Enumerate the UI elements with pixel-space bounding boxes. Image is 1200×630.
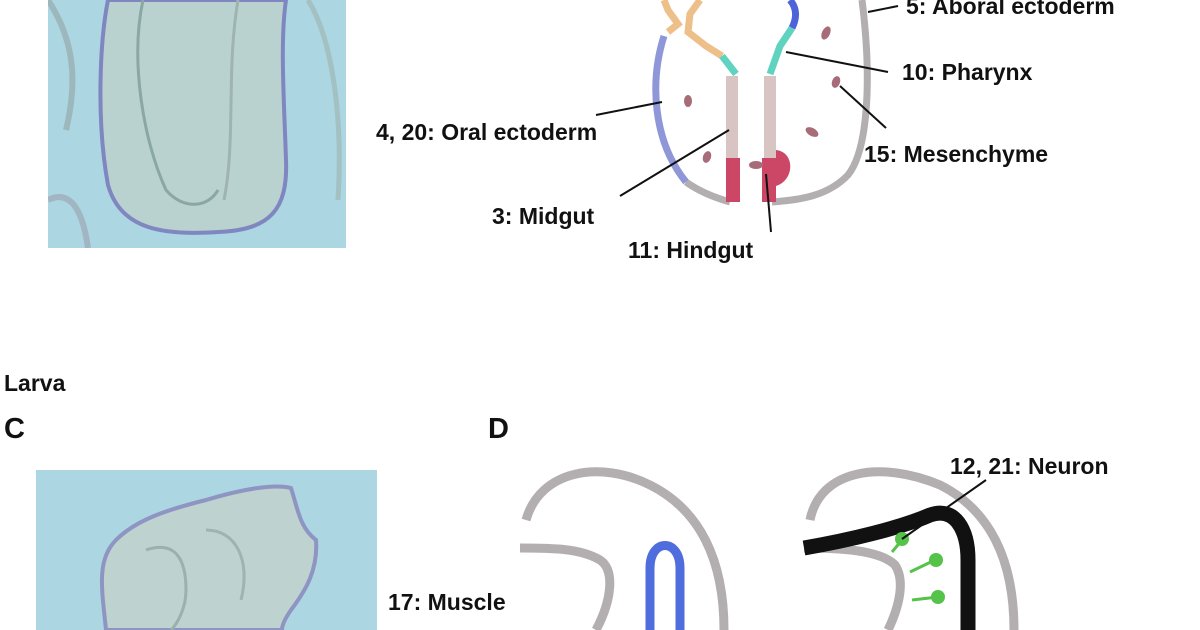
larva-micrograph xyxy=(36,470,377,630)
label-midgut: 3: Midgut xyxy=(492,203,595,229)
label-pharynx: 10: Pharynx xyxy=(902,59,1033,85)
hindgut-right xyxy=(762,158,776,202)
neuron-shape xyxy=(802,505,976,630)
aboral-ectoderm-bottom-left xyxy=(683,179,731,206)
neuron-soma xyxy=(929,553,943,567)
foregut-shape xyxy=(660,0,724,59)
gastrula-micrograph xyxy=(48,0,346,248)
label-oral-ectoderm: 4, 20: Oral ectoderm xyxy=(376,119,597,145)
leader-pharynx xyxy=(785,51,889,73)
panel-letter-c: C xyxy=(4,413,25,445)
mesenchyme-cell xyxy=(831,76,841,88)
mesenchyme-cell xyxy=(702,151,712,163)
label-aboral-ectoderm: 5: Aboral ectoderm xyxy=(906,0,1115,19)
mesenchyme-cell xyxy=(805,127,819,137)
label-neuron: 12, 21: Neuron xyxy=(950,453,1109,479)
oral-ectoderm-shape xyxy=(652,34,689,185)
oral-ectoderm-right-shape xyxy=(787,0,799,30)
midgut-left xyxy=(726,76,738,158)
label-muscle: 17: Muscle xyxy=(388,589,506,615)
label-mesenchyme: 15: Mesenchyme xyxy=(864,141,1048,167)
larva-body-outline-left xyxy=(519,467,729,630)
panel-letter-d: D xyxy=(488,413,509,445)
mesenchyme-cell xyxy=(821,26,831,40)
leader-neuron xyxy=(901,479,987,540)
hindgut-left xyxy=(726,158,740,202)
leader-hindgut xyxy=(765,173,772,233)
gastrula-schematic: 5: Aboral ectoderm 10: Pharynx 4, 20: Or… xyxy=(376,0,1115,263)
pharynx-left-shape xyxy=(719,53,739,77)
neuron-soma xyxy=(931,590,945,604)
aboral-ectoderm-shape xyxy=(771,0,871,206)
muscle-shape xyxy=(645,541,685,630)
mesenchyme-cell xyxy=(684,95,692,107)
larva-schematic-left xyxy=(519,467,729,630)
hindgut-bulge xyxy=(776,150,791,186)
leader-oral-ectoderm xyxy=(595,101,663,116)
leader-midgut xyxy=(619,129,730,197)
label-hindgut: 11: Hindgut xyxy=(628,237,754,263)
midgut-right xyxy=(764,76,776,158)
pharynx-right-shape xyxy=(766,26,795,76)
leader-aboral-ectoderm xyxy=(867,5,899,13)
mesenchyme-cell xyxy=(749,161,763,169)
larva-body-outline-right xyxy=(803,467,1019,630)
larva-schematic-right xyxy=(802,467,1019,630)
stage-label: Larva xyxy=(4,370,66,396)
leader-mesenchyme xyxy=(839,85,887,129)
